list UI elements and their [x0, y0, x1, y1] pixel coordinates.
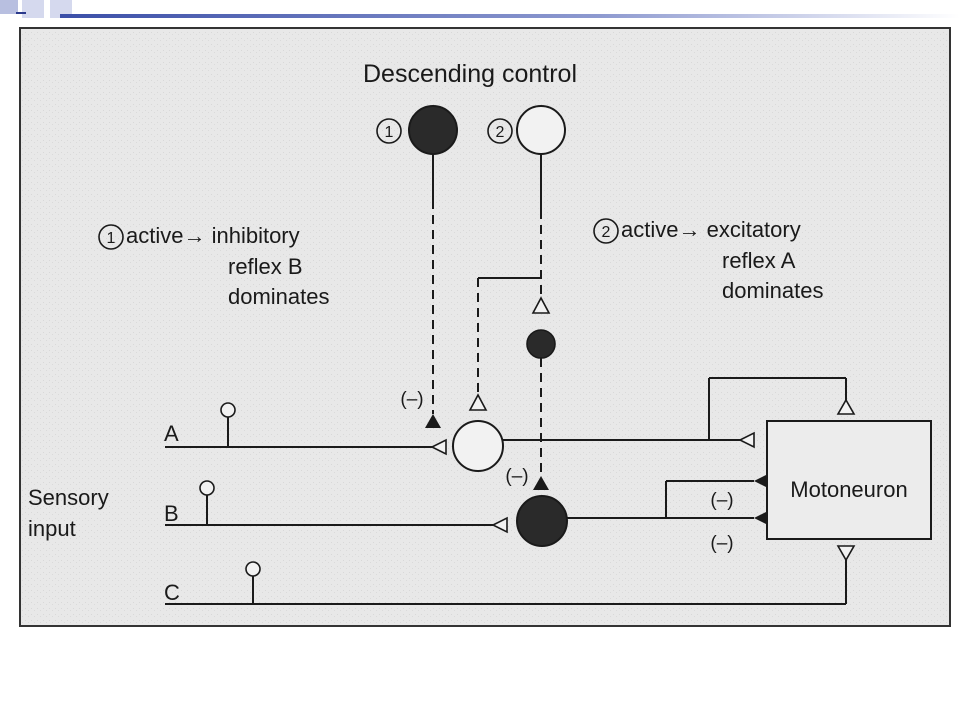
- excitatory-synapse-bottom-of-motoneuron: [836, 545, 856, 562]
- inhibitory-interneuron-b: [516, 495, 568, 547]
- descending-neuron-1: [408, 105, 458, 155]
- excitatory-synapse-top-of-motoneuron: [836, 398, 856, 415]
- note-2-line-3: dominates: [722, 278, 824, 303]
- note-1-line-1: active→ inhibitory: [126, 223, 300, 248]
- header-square: [0, 0, 18, 14]
- header-bar: [60, 14, 960, 18]
- input-a-label: A: [164, 421, 179, 446]
- input-c-label: C: [164, 580, 180, 605]
- neuron-number-1-circle: [376, 118, 402, 144]
- inhibition-label-4: (–): [710, 533, 733, 554]
- inhibitory-synapse-on-motoneuron-upper: [754, 474, 768, 488]
- header-square: [50, 0, 72, 18]
- neuron-number-2-circle: [487, 118, 513, 144]
- inhibition-label-1: (–): [400, 389, 423, 410]
- excitatory-interneuron-a: [452, 420, 504, 472]
- note-2-line-1: active→ excitatory: [621, 217, 801, 242]
- afferent-b-synapse: [491, 516, 508, 534]
- note-2-number-circle: [593, 218, 619, 244]
- afferent-a-synapse: [430, 438, 447, 456]
- inhibition-label-3: (–): [710, 490, 733, 511]
- inhibition-label-2: (–): [505, 466, 528, 487]
- motoneuron-label: Motoneuron: [790, 477, 907, 502]
- header-underline: [16, 12, 26, 14]
- sensory-receptor-c: [245, 561, 261, 577]
- header-square: [22, 0, 44, 18]
- sensory-input-label-line-2: input: [28, 516, 76, 541]
- diagram-title: Descending control: [363, 60, 577, 88]
- inhibitory-synapse-on-b-interneuron: [533, 476, 549, 490]
- small-inhibitory-interneuron: [526, 329, 556, 359]
- note-1-line-2: reflex B: [228, 254, 303, 279]
- input-b-label: B: [164, 501, 179, 526]
- neuron-number-2: 2: [496, 124, 505, 141]
- slide-header-accent: [0, 0, 960, 18]
- descending-neuron-2: [516, 105, 566, 155]
- note-1-number: 1: [107, 230, 116, 247]
- inhibitory-synapse-on-a-interneuron: [425, 414, 441, 428]
- sensory-receptor-a: [220, 402, 236, 418]
- inhibitory-synapse-on-motoneuron-lower: [754, 511, 768, 525]
- neuron-number-1: 1: [385, 124, 394, 141]
- excitatory-synapse-on-motoneuron-a: [738, 431, 755, 449]
- note-2-line-2: reflex A: [722, 248, 796, 273]
- excitatory-synapse-on-a-interneuron: [468, 393, 488, 411]
- excitatory-synapse-on-small-interneuron: [531, 296, 551, 314]
- note-1-number-circle: [98, 224, 124, 250]
- motoneuron-box: [766, 420, 932, 540]
- note-1-line-3: dominates: [228, 284, 330, 309]
- sensory-input-label-line-1: Sensory: [28, 485, 109, 510]
- note-2-number: 2: [602, 224, 611, 241]
- sensory-receptor-b: [199, 480, 215, 496]
